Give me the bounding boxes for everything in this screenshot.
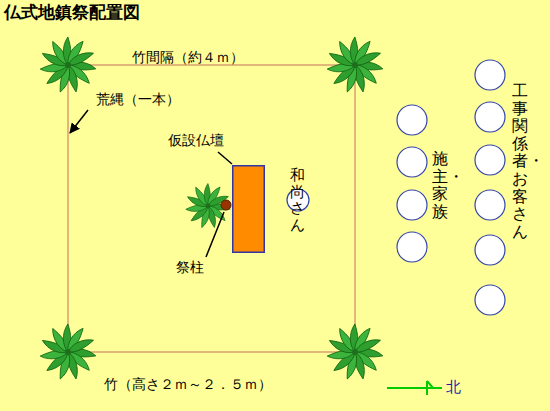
- person-circle: [475, 190, 505, 220]
- rope-leader: [70, 110, 88, 133]
- rope-label: 荒縄（一本）: [96, 91, 180, 108]
- guest-circles: [397, 60, 505, 315]
- person-circle: [475, 285, 505, 315]
- diagram-title: 仏式地鎮祭配置図: [4, 2, 140, 22]
- person-circle: [397, 232, 427, 262]
- bamboo-label: 竹（高さ２ｍ～２．５ｍ）: [104, 376, 272, 393]
- person-circle: [397, 147, 427, 177]
- spacing-label: 竹間隔（約４ｍ）: [132, 49, 244, 66]
- person-circle: [475, 60, 505, 90]
- altar-box: 仮設仏壇: [232, 165, 265, 253]
- north-arrow: [387, 381, 442, 395]
- palm-tree: [40, 324, 97, 381]
- node-label: 和尚さん: [290, 167, 305, 233]
- rope-square: [68, 65, 355, 352]
- palm-tree: [186, 183, 231, 228]
- priest-circle: 和尚さん: [286, 188, 310, 212]
- person-circle: [397, 190, 427, 220]
- altar-box-outline: [232, 165, 265, 253]
- person-circle: [397, 105, 427, 135]
- pillar-dot: [221, 200, 231, 210]
- person-circle: [475, 145, 505, 175]
- guests-label: 工事関係者・お客さん: [512, 82, 528, 240]
- bamboo-trees: [40, 37, 384, 381]
- pillar-label: 祭柱: [176, 259, 204, 276]
- person-circle: [475, 235, 505, 265]
- palm-tree: [327, 324, 384, 381]
- palm-tree: [327, 37, 384, 94]
- node-label: 仮設仏壇: [168, 132, 224, 149]
- palm-tree: [40, 37, 97, 94]
- pillar-leader: [206, 212, 224, 257]
- person-circle: [475, 102, 505, 132]
- north-label: 北: [446, 378, 461, 396]
- family-label: 施主・家族: [432, 150, 448, 220]
- altar-leader: [218, 152, 232, 164]
